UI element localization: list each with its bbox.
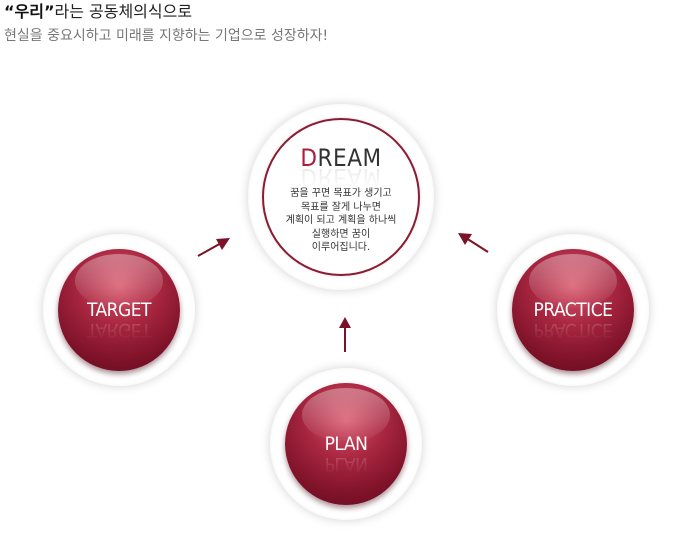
target-label: TARGET — [86, 299, 152, 321]
arrow-practice-to-dream — [458, 233, 489, 253]
dream-line: 이루어집니다. — [311, 242, 371, 253]
arrow-target-to-dream — [197, 238, 230, 257]
subtitle: 현실을 중요시하고 미래를 지향하는 기업으로 성장하자! — [4, 28, 329, 44]
dream-line: 꿈을 꾸면 목표가 생기고 — [290, 188, 392, 199]
dream-title-rest: REAM — [317, 144, 382, 172]
arrow-plan-to-dream — [339, 317, 351, 352]
target-sphere: TARGET TARGET — [58, 249, 180, 371]
dream-description: 꿈을 꾸면 목표가 생기고 목표를 잘게 나누면 계획이 되고 계획을 하나씩 … — [274, 187, 408, 255]
headline-rest: 라는 공동체의식으로 — [54, 2, 193, 21]
plan-label: PLAN — [324, 433, 368, 455]
plan-sphere: PLAN PLAN — [285, 383, 407, 505]
dream-line: 계획이 되고 계획을 하나씩 — [285, 215, 397, 226]
practice-label: PRACTICE — [533, 299, 613, 321]
headline-quote: “우리” — [4, 2, 55, 21]
dream-line: 실행하면 꿈이 — [311, 228, 371, 240]
dream-title: DREAM — [264, 145, 418, 171]
dream-title-initial: D — [300, 144, 318, 172]
dream-line: 목표를 잘게 나누면 — [301, 201, 381, 213]
dream-circle: DREAM DREAM 꿈을 꾸면 목표가 생기고 목표를 잘게 나누면 계획이… — [262, 118, 420, 276]
practice-sphere: PRACTICE PRACTICE — [512, 249, 634, 371]
headline: “우리”라는 공동체의식으로 — [4, 2, 192, 22]
